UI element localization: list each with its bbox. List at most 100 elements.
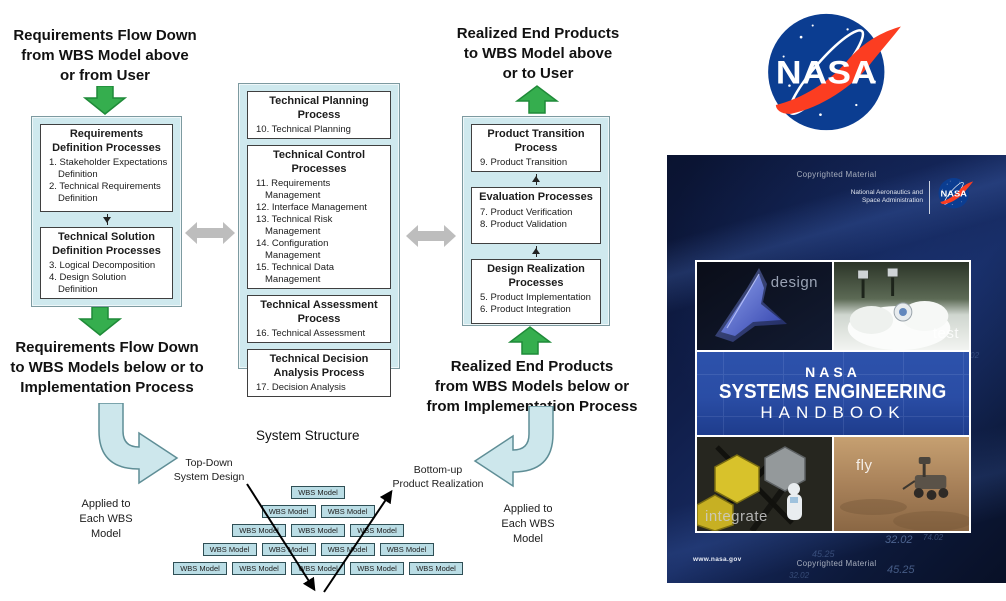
product-realization-column: Product Transition Process 9. Product Tra… (462, 116, 610, 326)
process-box-item: 12. Interface Management (256, 202, 367, 213)
aircraft-illustration (697, 262, 832, 350)
wbs-model-box: WBS Model (320, 505, 375, 518)
copyrighted-material-top: Copyrighted Material (796, 170, 877, 179)
process-box-title: Evaluation Processes (479, 191, 593, 203)
process-box-title: Design Realization Processes (487, 263, 585, 289)
process-box: Technical Decision Analysis Process 17. D… (247, 349, 391, 397)
agency-divider (929, 181, 930, 214)
process-box-item: 15. Technical Data Management (256, 262, 334, 285)
wbs-model-box: WBS Model (173, 562, 227, 575)
wbs-model-box: WBS Model (379, 543, 434, 556)
process-box: Design Realization Processes 5. Product I… (471, 259, 601, 324)
top-down-system-design-label: Top-Down System Design (173, 457, 245, 483)
cover-background-number: 74.02 (923, 533, 944, 542)
process-box: Evaluation Processes 7. Product Verificat… (471, 187, 601, 244)
integrate-label: integrate (705, 508, 768, 525)
process-box-item: 6. Product Integration (480, 304, 571, 315)
cover-background-number: 45.25 (887, 564, 915, 576)
wbs-model-box: WBS Model (291, 524, 345, 537)
cover-background-number: 45.25 (812, 549, 835, 559)
process-box-item: 5. Product Implementation (480, 292, 591, 303)
caption-requirements-flow-down-bottom: Requirements Flow Down to WBS Models bel… (10, 339, 204, 396)
process-box: Technical Assessment Process 16. Technica… (247, 295, 391, 343)
process-box-title: Technical Solution Definition Processes (52, 231, 161, 257)
wbs-model-box: WBS Model (350, 562, 404, 575)
test-label: test (932, 325, 959, 342)
design-label: design (770, 274, 818, 291)
process-box-item: 9. Product Transition (480, 157, 568, 168)
wbs-model-box: WBS Model (202, 543, 257, 556)
copyrighted-material-bottom: Copyrighted Material (796, 559, 877, 568)
applied-to-each-wbs-model-label: Applied to Each WBS Model (79, 498, 133, 540)
caption-requirements-flow-down-top: Requirements Flow Down from WBS Model ab… (13, 27, 197, 84)
process-box-title: Product Transition Process (487, 128, 585, 154)
process-box-item: 10. Technical Planning (256, 124, 351, 135)
wbs-model-box: WBS Model (291, 562, 345, 575)
wbs-model-box: WBS Model (232, 562, 286, 575)
requirements-definition-column: Requirements Definition Processes 1. Stak… (31, 116, 182, 307)
cover-image-grid: design (695, 260, 971, 533)
cover-background-number: 32.02 (885, 534, 913, 546)
caption-realized-end-products-top: Realized End Products to WBS Model above… (456, 25, 620, 82)
process-box-item: 2. Technical Requirements Definition (49, 181, 161, 204)
process-box-item: 3. Logical Decomposition (49, 260, 156, 271)
title-band: NASA SYSTEMS ENGINEERING HANDBOOK (697, 352, 969, 435)
integrate-photo: integrate (697, 437, 832, 531)
system-structure-title: System Structure (256, 428, 360, 443)
nasa-url: www.nasa.gov (693, 556, 742, 563)
agency-name: National Aeronautics and Space Administr… (850, 189, 923, 204)
wbs-model-box: WBS Model (232, 524, 286, 537)
book-title-nasa: NASA (805, 364, 861, 380)
wbs-model-box: WBS Model (409, 562, 463, 575)
green-down-arrow-icon (78, 307, 122, 336)
rover-shape (902, 457, 949, 500)
wbs-model-box: WBS Model (261, 505, 316, 518)
process-box: Technical Planning Process 10. Technical … (247, 91, 391, 139)
process-box-item: 7. Product Verification (480, 206, 573, 218)
process-box-item: 11. Requirements Management (256, 178, 331, 201)
process-box-item: 4. Design Solution Definition (49, 272, 127, 295)
fly-photo: fly (834, 437, 969, 531)
wbs-model-box: WBS Model (291, 486, 345, 499)
wbs-pyramid-row: WBS Model WBS Model (140, 505, 496, 518)
process-box-item: 17. Decision Analysis (256, 382, 346, 393)
process-box: Product Transition Process 9. Product Tra… (471, 124, 601, 172)
crossing-flow-arrows (246, 483, 393, 593)
curved-arrow-down-left-icon (473, 406, 554, 488)
green-up-arrow-icon (515, 85, 559, 114)
process-box: Technical Solution Definition Processes 3… (40, 227, 173, 299)
process-box-title: Requirements Definition Processes (52, 128, 161, 154)
design-photo: design (697, 262, 832, 350)
wbs-pyramid-row: WBS Model WBS Model WBS Model WBS Model WBS … (140, 562, 496, 575)
cover-background-number: 32.02 (789, 571, 810, 580)
bottom-up-product-realization-label: Bottom-up Product Realization (392, 464, 484, 490)
process-box-item: 1. Stakeholder Expectations Definition (49, 157, 168, 180)
mars-rover-illustration (834, 437, 969, 531)
airbag-test-illustration (834, 262, 969, 350)
connector-arrow-down-icon (97, 212, 117, 227)
technical-management-column: Technical Planning Process 10. Technical … (238, 83, 400, 397)
connector-arrow-up-icon (526, 244, 546, 259)
process-box-item: 14. Configuration Management (256, 238, 329, 261)
process-box-title: Technical Planning Process (269, 95, 369, 121)
green-up-arrow-icon (508, 326, 552, 355)
gray-double-arrow-icon (406, 225, 456, 247)
test-photo: test (834, 262, 969, 350)
gray-double-arrow-icon (185, 222, 235, 244)
process-box: Requirements Definition Processes 1. Stak… (40, 124, 173, 212)
process-box-title: Technical Decision Analysis Process (269, 353, 369, 379)
connector-arrow-up-icon (526, 172, 546, 187)
process-box-item: 16. Technical Assessment (256, 328, 366, 339)
book-title-handbook: HANDBOOK (760, 403, 906, 422)
process-box-title: Technical Assessment Process (260, 299, 378, 325)
green-down-arrow-icon (83, 86, 127, 115)
mirror-assembly-illustration (697, 437, 832, 531)
process-box-item: 8. Product Validation (480, 218, 567, 230)
wbs-pyramid-row: WBS Model (140, 486, 496, 499)
process-box-item: 13. Technical Risk Management (256, 214, 333, 237)
